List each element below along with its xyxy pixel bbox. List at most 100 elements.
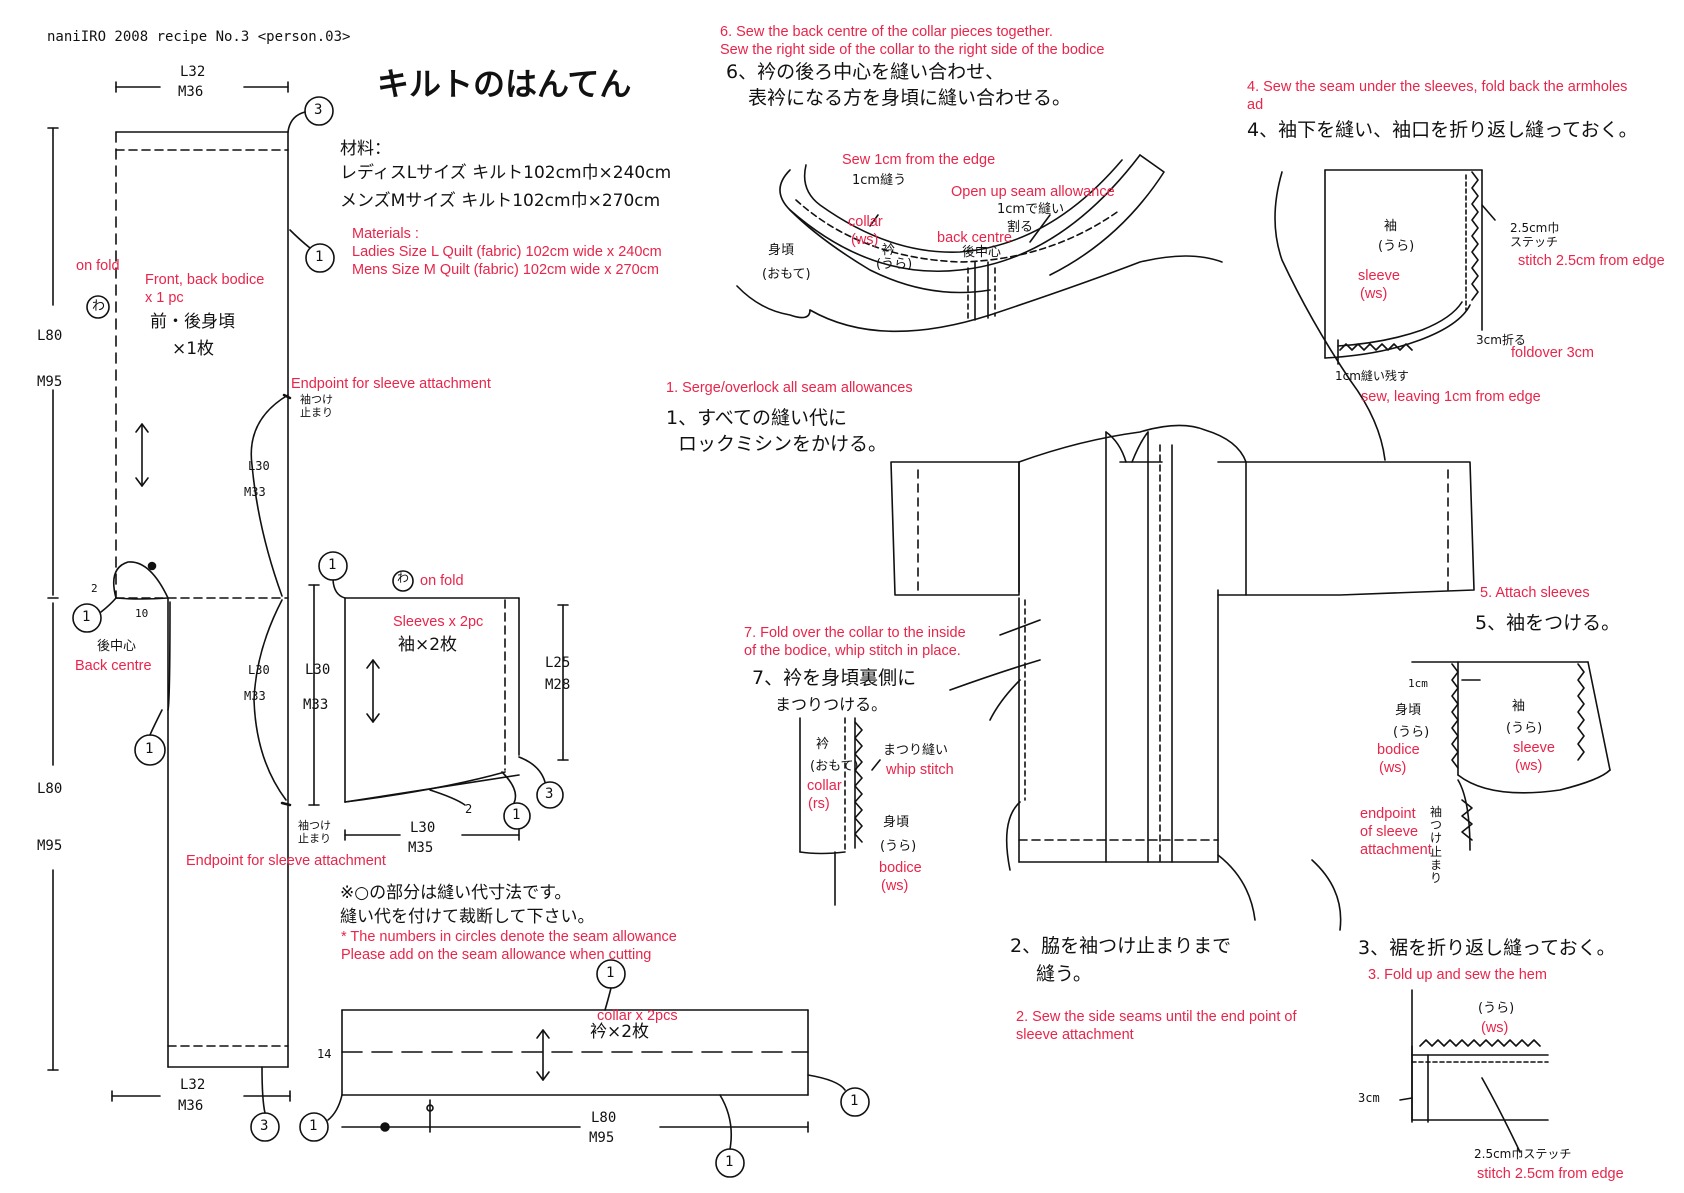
- step5-endpoint-en3: attachment: [1360, 842, 1432, 858]
- sleeve-height-right: L25: [545, 655, 571, 671]
- on-fold-label: on fold: [76, 258, 120, 274]
- collar-pattern: [299, 959, 870, 1178]
- step3-stitch-jp: 2.5cm巾ステッチ: [1474, 1147, 1572, 1161]
- step5-endpoint-jp: 袖つけ止まり: [1430, 805, 1443, 885]
- seam-note-jp2: 縫い代を付けて裁断して下さい。: [340, 907, 595, 927]
- sleeve-on-fold: on fold: [420, 573, 464, 589]
- jacket-diagram: [890, 424, 1475, 931]
- bodice-width-bottom-m: M36: [178, 1098, 204, 1114]
- bodice-len-upper: L80: [37, 328, 63, 344]
- step6-collar-ws: (ws): [851, 232, 879, 248]
- seam-circle-1-collar-right: 1: [850, 1093, 859, 1109]
- step3-en: 3. Fold up and sew the hem: [1368, 967, 1547, 983]
- seam-circle-3-sleeve: 3: [545, 786, 554, 802]
- bodice-label-jp2: ×1枚: [172, 339, 215, 359]
- step6-sew1-en: Sew 1cm from the edge: [842, 152, 996, 168]
- step7-en2: of the bodice, whip stitch in place.: [744, 643, 961, 659]
- step6-open-jp1: 1cmで縫い: [997, 202, 1065, 217]
- sleeve-wa-mark: わ: [397, 571, 410, 585]
- sleeve-height-left: L30: [305, 662, 331, 678]
- neck-10: 10: [135, 607, 149, 620]
- seam-circle-1-collar-left: 1: [309, 1118, 318, 1134]
- seam-circle-1-neck: 1: [82, 609, 91, 625]
- step4-stitch-jp: 2.5cm巾ステッチ: [1510, 221, 1560, 249]
- seam-circle-1-collar-top: 1: [606, 965, 615, 981]
- bodice-label-en: Front, back bodice: [145, 272, 265, 288]
- step5-sode: 袖: [1512, 699, 1526, 714]
- seam-circle-3-top: 3: [314, 102, 323, 118]
- materials-heading: 材料：: [340, 139, 391, 159]
- seam-circle-1-front: 1: [145, 741, 154, 757]
- page-title: キルトのはんてん: [377, 65, 632, 103]
- step3-jp: 3、裾を折り返し縫っておく。: [1358, 937, 1616, 959]
- materials-ladies: レディスLサイズ キルト102cm巾×240cm: [340, 163, 672, 183]
- step5-mi: 身頃: [1395, 703, 1422, 718]
- step1-jp1: 1、すべての縫い代に: [666, 407, 847, 429]
- step6-back-centre-jp: 後中心: [962, 245, 1002, 260]
- step7-collar-en: collar: [807, 778, 842, 794]
- seam-circle-3-bottom: 3: [260, 1118, 269, 1134]
- step5-en: 5. Attach sleeves: [1480, 585, 1590, 601]
- seam-circle-1-collar-bottom: 1: [725, 1154, 734, 1170]
- step4-leave-en: sew, leaving 1cm from edge: [1361, 389, 1541, 405]
- step6-diagram: [736, 154, 1223, 333]
- step7-matsuri-jp: まつり縫い: [883, 743, 949, 758]
- collar-length-m: M95: [589, 1130, 615, 1146]
- step4-en2: ad: [1247, 97, 1264, 113]
- bodice-label-jp: 前・後身頃: [150, 312, 235, 332]
- step6-jp2: 表衿になる方を身頃に縫い合わせる。: [748, 87, 1072, 109]
- bodice-width-top-m: M36: [178, 84, 204, 100]
- sleeve-lower-dim: L30: [248, 663, 270, 677]
- step6-sew1-jp: 1cm縫う: [852, 173, 907, 188]
- endpoint-jp-top: 袖つけ止まり: [300, 393, 333, 419]
- step6-eri-jp: 衿: [882, 243, 896, 258]
- step3-stitch-en: stitch 2.5cm from edge: [1477, 1166, 1624, 1182]
- step2-jp1: 2、脇を袖つけ止まりまで: [1010, 935, 1232, 957]
- endpoint-label-top: Endpoint for sleeve attachment: [291, 376, 491, 392]
- step7-en1: 7. Fold over the collar to the inside: [744, 625, 966, 641]
- bodice-len-lower-m: M95: [37, 838, 63, 854]
- wa-mark: わ: [92, 299, 106, 314]
- step5-endpoint-en2: of sleeve: [1360, 824, 1419, 840]
- step4-ws: (ws): [1360, 286, 1388, 302]
- step6-open-jp2: 割る: [1007, 220, 1034, 235]
- step2-en2: sleeve attachment: [1016, 1027, 1134, 1043]
- step7-mi: 身頃: [883, 815, 910, 830]
- collar-width: 14: [317, 1047, 332, 1061]
- step7-bodice-en: bodice: [879, 860, 922, 876]
- bodice-len-upper-m: M95: [37, 374, 63, 390]
- step5-sleeve-ws: (ws): [1515, 758, 1543, 774]
- step5-bodice-ws: (ws): [1379, 760, 1407, 776]
- sleeve-height-right-m: M28: [545, 677, 571, 693]
- collar-label-jp: 衿×2枚: [590, 1022, 650, 1042]
- step1-en: 1. Serge/overlock all seam allowances: [666, 380, 913, 396]
- bodice-pattern: [47, 81, 335, 1142]
- step6-mi-jp: 身頃: [768, 243, 795, 258]
- step3-ws: (ws): [1481, 1020, 1509, 1036]
- materials-en-mens: Mens Size M Quilt (fabric) 102cm wide x …: [352, 262, 660, 278]
- step7-collar-rs: (rs): [808, 796, 830, 812]
- step6-jp1: 6、衿の後ろ中心を縫い合わせ、: [726, 61, 1005, 83]
- bodice-width-bottom: L32: [180, 1077, 206, 1093]
- step4-ura: (うら): [1378, 239, 1415, 254]
- sleeve-upper-dim: L30: [248, 459, 270, 473]
- sleeve-label-en: Sleeves x 2pc: [393, 614, 484, 630]
- step7-diagram: [799, 717, 881, 906]
- step7-bodice-ws: (ws): [881, 878, 909, 894]
- step5-sleeve-en: sleeve: [1513, 740, 1555, 756]
- sleeve-width: L30: [410, 820, 436, 836]
- bodice-len-lower: L80: [37, 781, 63, 797]
- sleeve-label-jp: 袖×2枚: [398, 635, 458, 655]
- step6-collar-en: collar: [848, 214, 883, 230]
- bodice-label-en2: x 1 pc: [145, 290, 184, 306]
- bodice-width-top: L32: [180, 64, 206, 80]
- step7-jp1: 7、衿を身頃裏側に: [752, 667, 917, 689]
- recipe-header: naniIRO 2008 recipe No.3 <person.03>: [47, 29, 351, 45]
- collar-label-en: collar x 2pcs: [597, 1008, 678, 1024]
- neck-2: 2: [91, 582, 98, 595]
- sleeve-pattern: [308, 551, 569, 841]
- seam-note-jp1: ※○の部分は縫い代寸法です。: [340, 883, 572, 903]
- step6-open-en: Open up seam allowance: [951, 184, 1115, 200]
